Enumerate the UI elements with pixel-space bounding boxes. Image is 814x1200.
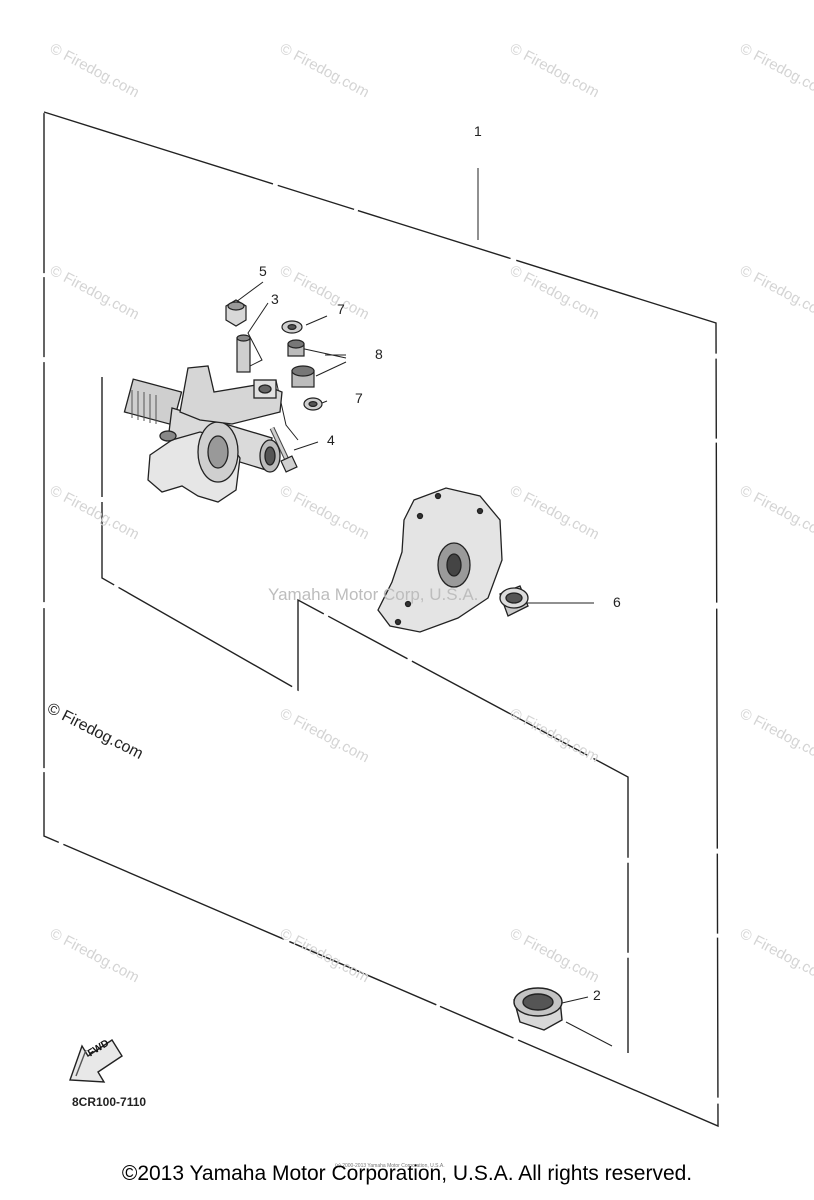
fwd-arrow-icon (69, 1039, 123, 1083)
part-5-nut (225, 299, 247, 327)
callout-8: 8 (375, 346, 383, 362)
callout-1: 1 (474, 123, 482, 139)
part-2-seal (513, 987, 563, 1031)
callout-5: 5 (259, 263, 267, 279)
part-4-bolt (269, 426, 298, 473)
part-7-washer-top (281, 320, 303, 334)
part-7-washer-bottom (303, 397, 323, 411)
callout-7-bottom: 7 (355, 390, 363, 406)
part-6-bearing (499, 585, 529, 617)
callout-6: 6 (613, 594, 621, 610)
copyright-footer: ©2013 Yamaha Motor Corporation, U.S.A. A… (121, 1162, 693, 1185)
callout-4: 4 (327, 432, 335, 448)
drive-cover-plate (377, 487, 503, 633)
part-8-bushing-large (291, 365, 315, 388)
hub-shaft-assembly (123, 365, 283, 503)
part-3-collar (236, 334, 251, 373)
callout-2: 2 (593, 987, 601, 1003)
callout-7-top: 7 (337, 301, 345, 317)
small-copyright-note: (c) 2000-2013 Yamaha Motor Corporation, … (335, 1163, 445, 1169)
kit-boundary (43, 111, 719, 1128)
yamaha-center-watermark: Yamaha Motor Corp, U.S.A. (268, 585, 479, 604)
part-8-bushing-small (287, 339, 305, 357)
callout-3: 3 (271, 291, 279, 307)
diagram-part-code: 8CR100-7110 (72, 1095, 147, 1109)
